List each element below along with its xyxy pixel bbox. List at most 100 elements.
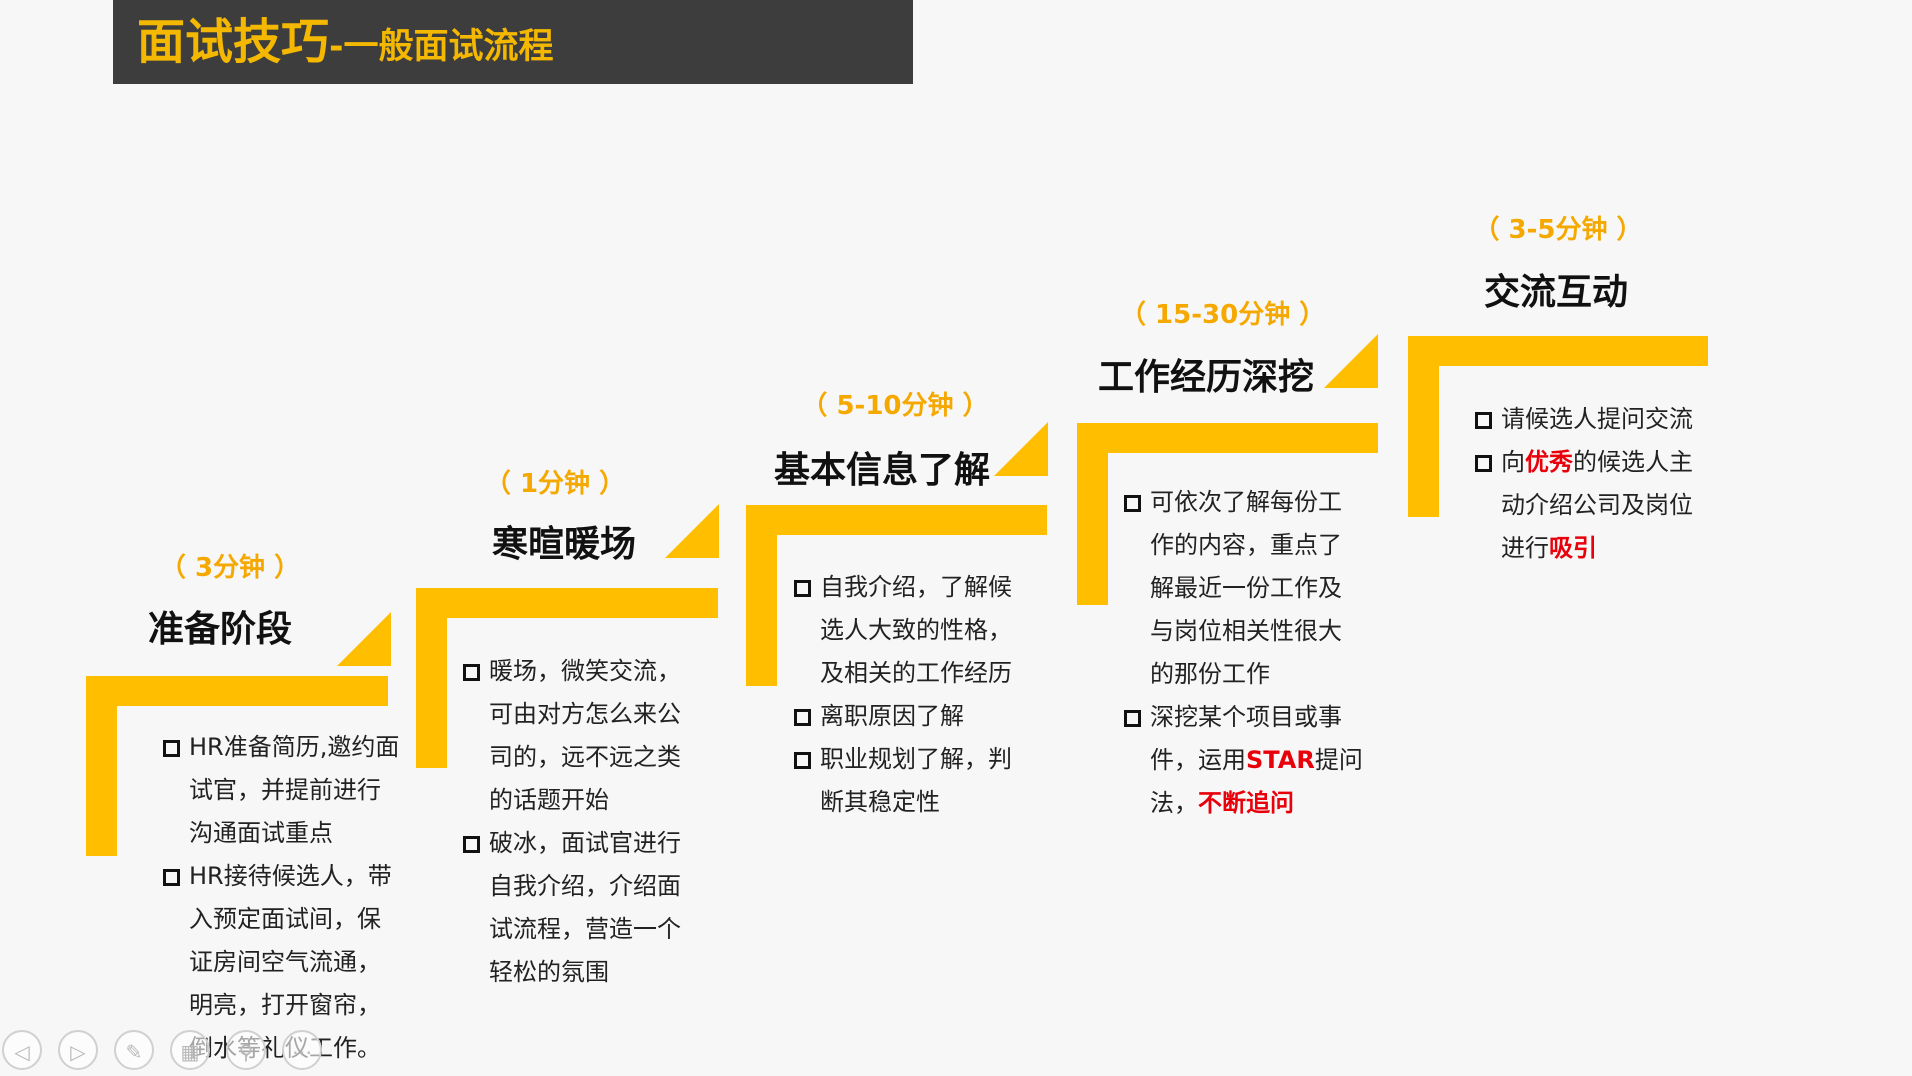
stage-bullets: 请候选人提问交流 向优秀的候选人主 动介绍公司及岗位 进行吸引 — [1475, 398, 1693, 570]
stage-title: 工作经历深挖 — [1098, 357, 1315, 398]
stage-title: 准备阶段 — [148, 609, 293, 650]
bullet-line: 进行吸引 — [1501, 527, 1693, 570]
checkbox-square-icon — [163, 740, 180, 757]
checkbox-square-icon — [1124, 495, 1141, 512]
step-corner-triangle — [337, 612, 391, 666]
bullet-item: HR准备简历,邀约面 试官，并提前进行 沟通面试重点 — [163, 726, 399, 855]
step-bar-vertical — [86, 676, 117, 856]
bullet-line: 请候选人提问交流 — [1501, 405, 1693, 433]
stage-duration: （ 3分钟 ） — [159, 553, 301, 583]
bullet-line: 可由对方怎么来公 — [489, 700, 681, 728]
stage-duration: （ 5-10分钟 ） — [801, 391, 989, 421]
bullet-line: 的那份工作 — [1150, 660, 1270, 688]
highlight-text: 优秀 — [1525, 448, 1573, 476]
highlight-text: STAR — [1246, 746, 1315, 774]
bullet-line: 沟通面试重点 — [189, 819, 333, 847]
checkbox-square-icon — [463, 664, 480, 681]
stage-duration: （ 3-5分钟 ） — [1473, 215, 1643, 245]
stage-bullets: 暖场，微笑交流， 可由对方怎么来公 司的，远不远之类 的话题开始 破冰，面试官进… — [463, 650, 681, 994]
bullet-item: 可依次了解每份工 作的内容，重点了 解最近一份工作及 与岗位相关性很大 的那份工… — [1124, 481, 1363, 696]
checkbox-square-icon — [794, 709, 811, 726]
bullet-line: 作的内容，重点了 — [1150, 531, 1342, 559]
bullet-line: 解最近一份工作及 — [1150, 574, 1342, 602]
stage-bullets: 可依次了解每份工 作的内容，重点了 解最近一份工作及 与岗位相关性很大 的那份工… — [1124, 481, 1363, 825]
bullet-text: 提问 — [1314, 746, 1363, 774]
stage-title: 寒暄暖场 — [492, 524, 637, 565]
slides-menu-icon[interactable]: ▦ — [170, 1030, 210, 1070]
bullet-line: 自我介绍，了解候 — [820, 573, 1012, 601]
step-bar-vertical — [1408, 336, 1439, 517]
bullet-line: 试流程，营造一个 — [489, 915, 681, 943]
bullet-item: 请候选人提问交流 — [1475, 398, 1693, 441]
bullet-line: 选人大致的性格， — [820, 616, 1012, 644]
step-bar-vertical — [1077, 423, 1108, 605]
bullet-line: 司的，远不远之类 — [489, 743, 681, 771]
next-slide-icon[interactable]: ▷ — [58, 1030, 98, 1070]
step-bar-horizontal — [746, 505, 1047, 535]
bullet-item: 自我介绍，了解候 选人大致的性格， 及相关的工作经历 — [794, 566, 1012, 695]
stage-bullets: 自我介绍，了解候 选人大致的性格， 及相关的工作经历 离职原因了解 职业规划了解… — [794, 566, 1012, 824]
stage-title: 交流互动 — [1484, 272, 1629, 313]
bullet-text: 法， — [1150, 789, 1198, 817]
stage-duration: （ 1分钟 ） — [484, 469, 626, 499]
bullet-item: 破冰，面试官进行 自我介绍，介绍面 试流程，营造一个 轻松的氛围 — [463, 822, 681, 994]
step-bar-horizontal — [1077, 423, 1378, 453]
checkbox-square-icon — [1124, 710, 1141, 727]
bullet-item: 职业规划了解，判 断其稳定性 — [794, 738, 1012, 824]
bullet-line: 断其稳定性 — [820, 788, 940, 816]
step-bar-vertical — [416, 588, 447, 768]
bullet-item: 向优秀的候选人主 动介绍公司及岗位 进行吸引 — [1475, 441, 1693, 570]
step-bar-horizontal — [86, 676, 388, 706]
highlight-text: 不断追问 — [1198, 789, 1294, 817]
bullet-line: 试官，并提前进行 — [189, 776, 381, 804]
title-bar: 面试技巧-一般面试流程 — [113, 0, 913, 84]
bullet-line: 暖场，微笑交流， — [489, 657, 681, 685]
page-title: 面试技巧-一般面试流程 — [137, 8, 554, 87]
checkbox-square-icon — [794, 580, 811, 597]
stage-bullets: HR准备简历,邀约面 试官，并提前进行 沟通面试重点 HR接待候选人，带 入预定… — [163, 726, 399, 1070]
bullet-text: 向 — [1501, 448, 1525, 476]
step-corner-triangle — [1324, 334, 1378, 388]
step-bar-horizontal — [1408, 336, 1708, 366]
checkbox-square-icon — [163, 869, 180, 886]
bullet-item: 深挖某个项目或事 件，运用STAR提问 法，不断追问 — [1124, 696, 1363, 825]
pen-icon[interactable]: ✎ — [114, 1030, 154, 1070]
bullet-line: HR准备简历,邀约面 — [189, 733, 400, 761]
bullet-line: 向优秀的候选人主 — [1501, 441, 1693, 484]
bullet-line: HR接待候选人，带 — [189, 862, 392, 890]
prev-slide-icon[interactable]: ◁ — [2, 1030, 42, 1070]
bullet-item: HR接待候选人，带 入预定面试间，保 证房间空气流通， 明亮，打开窗帘， 倒水等… — [163, 855, 399, 1070]
zoom-icon[interactable]: ⚲ — [226, 1030, 266, 1070]
checkbox-square-icon — [1475, 455, 1492, 472]
checkbox-square-icon — [1475, 412, 1492, 429]
title-sub: -一般面试流程 — [329, 27, 554, 67]
bullet-text: 的候选人主 — [1573, 448, 1693, 476]
bullet-item: 暖场，微笑交流， 可由对方怎么来公 司的，远不远之类 的话题开始 — [463, 650, 681, 822]
bullet-line: 动介绍公司及岗位 — [1501, 491, 1693, 519]
stage-title: 基本信息了解 — [774, 450, 991, 491]
slideshow-controls: ◁ ▷ ✎ ▦ ⚲ ⋯ — [0, 1026, 340, 1076]
step-corner-triangle — [994, 422, 1048, 476]
bullet-line: 离职原因了解 — [820, 702, 964, 730]
bullet-line: 证房间空气流通， — [189, 948, 381, 976]
bullet-line: 自我介绍，介绍面 — [489, 872, 681, 900]
highlight-text: 吸引 — [1549, 534, 1597, 562]
checkbox-square-icon — [794, 752, 811, 769]
step-corner-triangle — [665, 504, 719, 558]
stage-duration: （ 15-30分钟 ） — [1120, 300, 1326, 330]
checkbox-square-icon — [463, 836, 480, 853]
bullet-line: 深挖某个项目或事 — [1150, 703, 1342, 731]
bullet-line: 轻松的氛围 — [489, 958, 609, 986]
bullet-line: 职业规划了解，判 — [820, 745, 1012, 773]
step-bar-vertical — [746, 505, 777, 686]
bullet-text: 进行 — [1501, 534, 1549, 562]
bullet-line: 可依次了解每份工 — [1150, 488, 1342, 516]
more-icon[interactable]: ⋯ — [282, 1030, 322, 1070]
bullet-line: 明亮，打开窗帘， — [189, 991, 381, 1019]
step-bar-horizontal — [416, 588, 718, 618]
bullet-text: 件，运用 — [1150, 746, 1246, 774]
bullet-line: 的话题开始 — [489, 786, 609, 814]
bullet-line: 入预定面试间，保 — [189, 905, 381, 933]
bullet-item: 离职原因了解 — [794, 695, 1012, 738]
title-main: 面试技巧 — [137, 14, 330, 70]
